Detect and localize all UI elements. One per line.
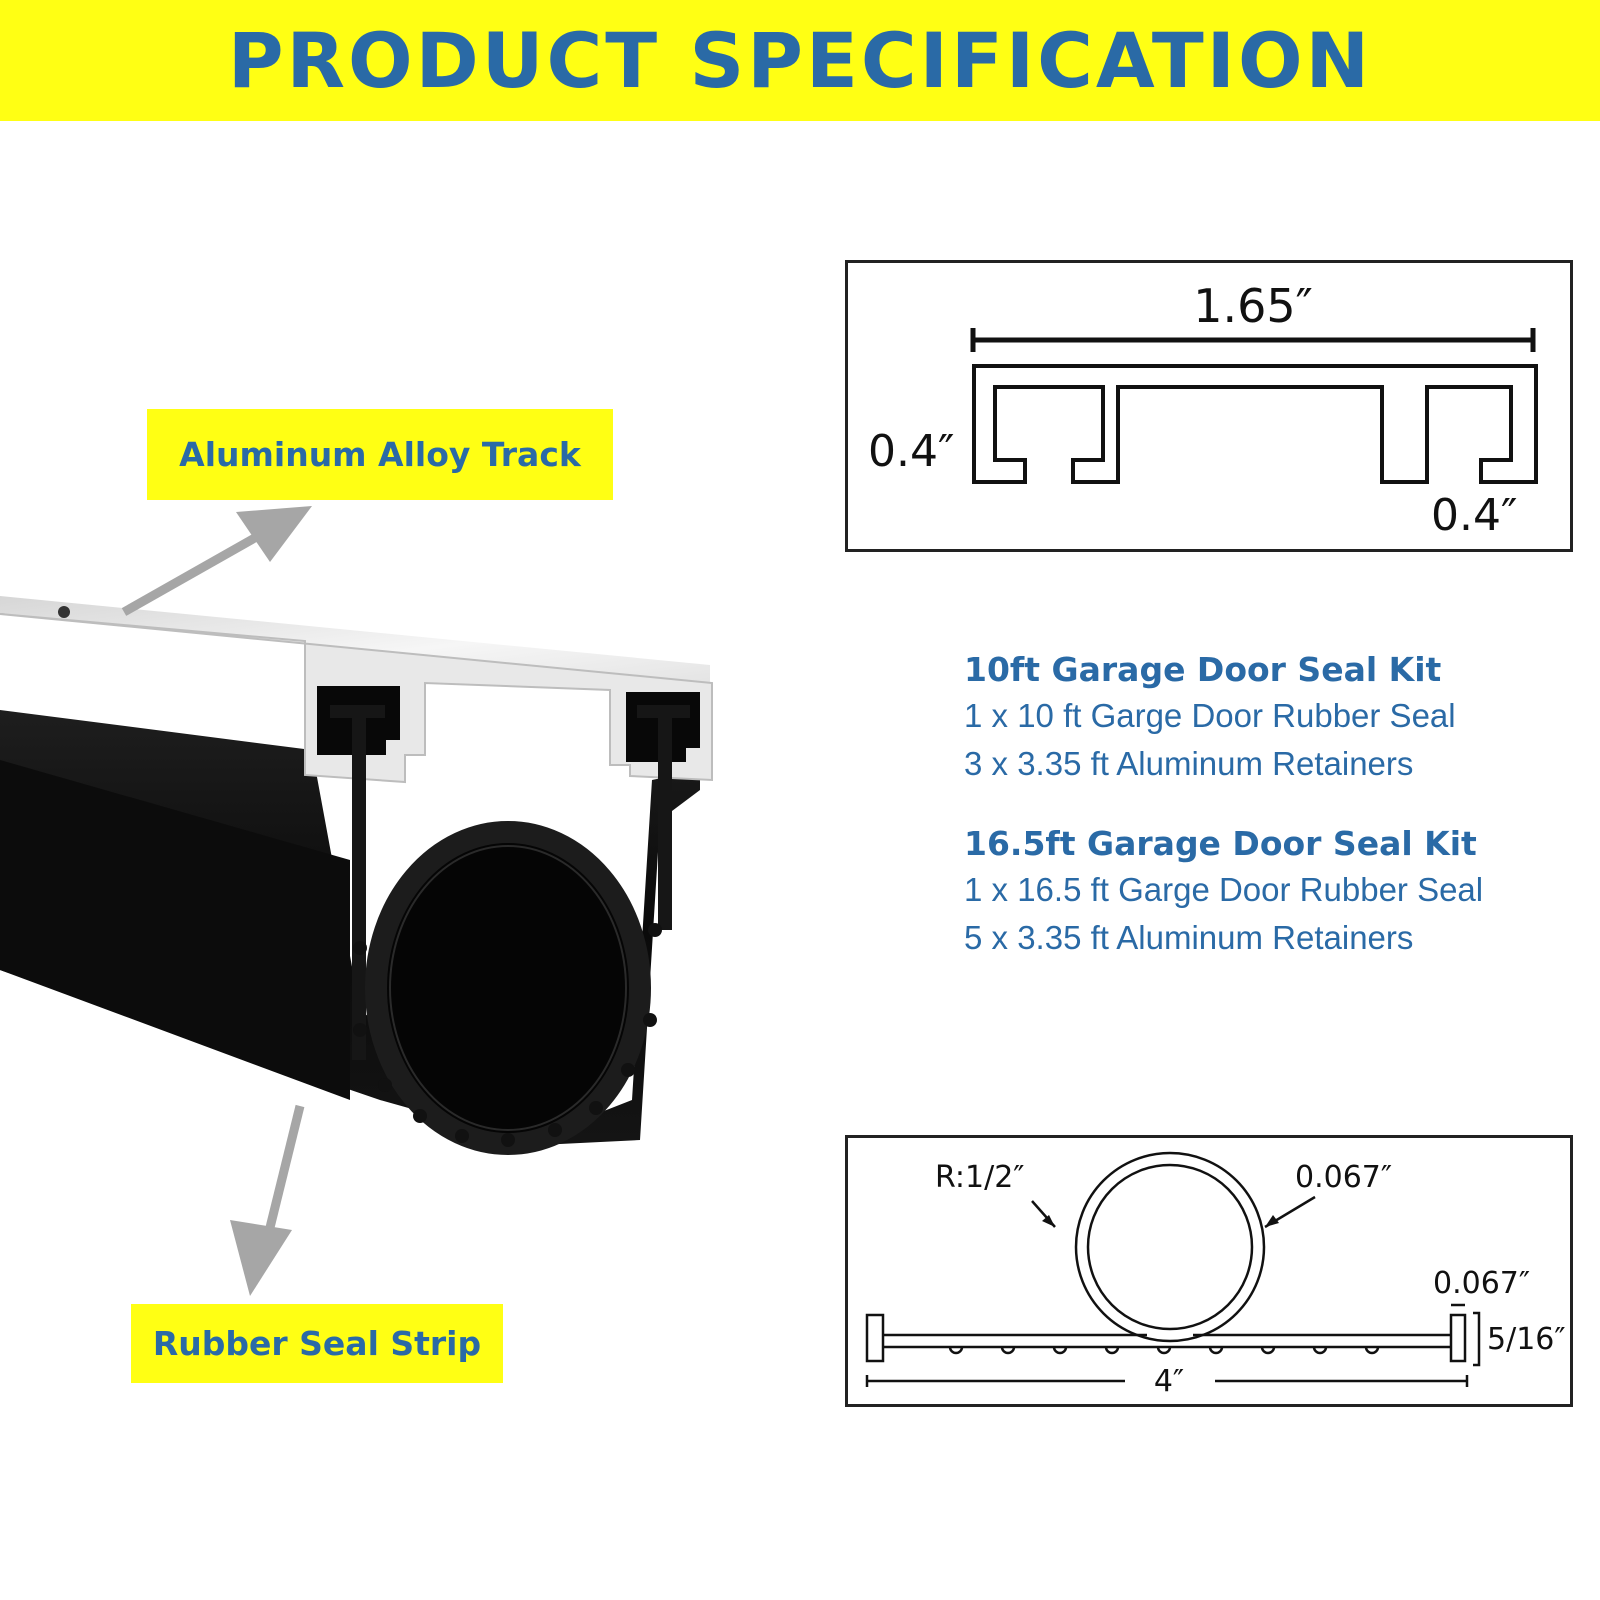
kit-item: 1 x 16.5 ft Garge Door Rubber Seal [964, 871, 1484, 908]
track-top-face [0, 596, 710, 683]
kit-title: 10ft Garage Door Seal Kit [964, 650, 1442, 689]
kit-10ft: 10ft Garage Door Seal Kit 1 x 10 ft Garg… [964, 648, 1584, 788]
track-arrow-icon [121, 506, 312, 616]
track-slot-label: 0.4″ [1431, 490, 1517, 541]
seal-width-label: 4″ [1154, 1364, 1184, 1399]
track-width-label: 1.65″ [1193, 279, 1313, 333]
seal-height-label: 5/16″ [1487, 1322, 1566, 1357]
seal-arrow-icon [230, 1104, 305, 1296]
callout-track-label: Aluminum Alloy Track [179, 435, 581, 474]
seal-radius-label: R:1/2″ [935, 1160, 1025, 1195]
track-height-label: 0.4″ [868, 426, 954, 477]
kit-item: 3 x 3.35 ft Aluminum Retainers [964, 745, 1414, 782]
kit-item: 5 x 3.35 ft Aluminum Retainers [964, 919, 1414, 956]
track-profile-drawing: 1.65″ 0.4″ 0.4″ [845, 260, 1573, 552]
kit-item: 1 x 10 ft Garge Door Rubber Seal [964, 697, 1456, 734]
track-profile-outline [972, 364, 1538, 484]
seal-flange-label: 0.067″ [1433, 1266, 1530, 1301]
seal-bulb [365, 821, 651, 1155]
header-banner: PRODUCT SPECIFICATION [0, 0, 1600, 121]
kit-list: 10ft Garage Door Seal Kit 1 x 10 ft Garg… [964, 648, 1584, 996]
callout-seal-label: Rubber Seal Strip [152, 1324, 482, 1363]
seal-wall-label: 0.067″ [1295, 1160, 1392, 1195]
callout-aluminum-track: Aluminum Alloy Track [147, 409, 613, 500]
page-title: PRODUCT SPECIFICATION [227, 15, 1373, 105]
kit-16-5ft: 16.5ft Garage Door Seal Kit 1 x 16.5 ft … [964, 822, 1584, 962]
seal-profile-drawing: R:1/2″ 0.067″ 0.067″ 5/16″ 4″ [845, 1135, 1573, 1407]
rubber-body-lower [0, 760, 350, 1100]
callout-rubber-seal: Rubber Seal Strip [131, 1304, 503, 1383]
product-illustration [0, 506, 713, 1296]
kit-title: 16.5ft Garage Door Seal Kit [964, 824, 1477, 863]
